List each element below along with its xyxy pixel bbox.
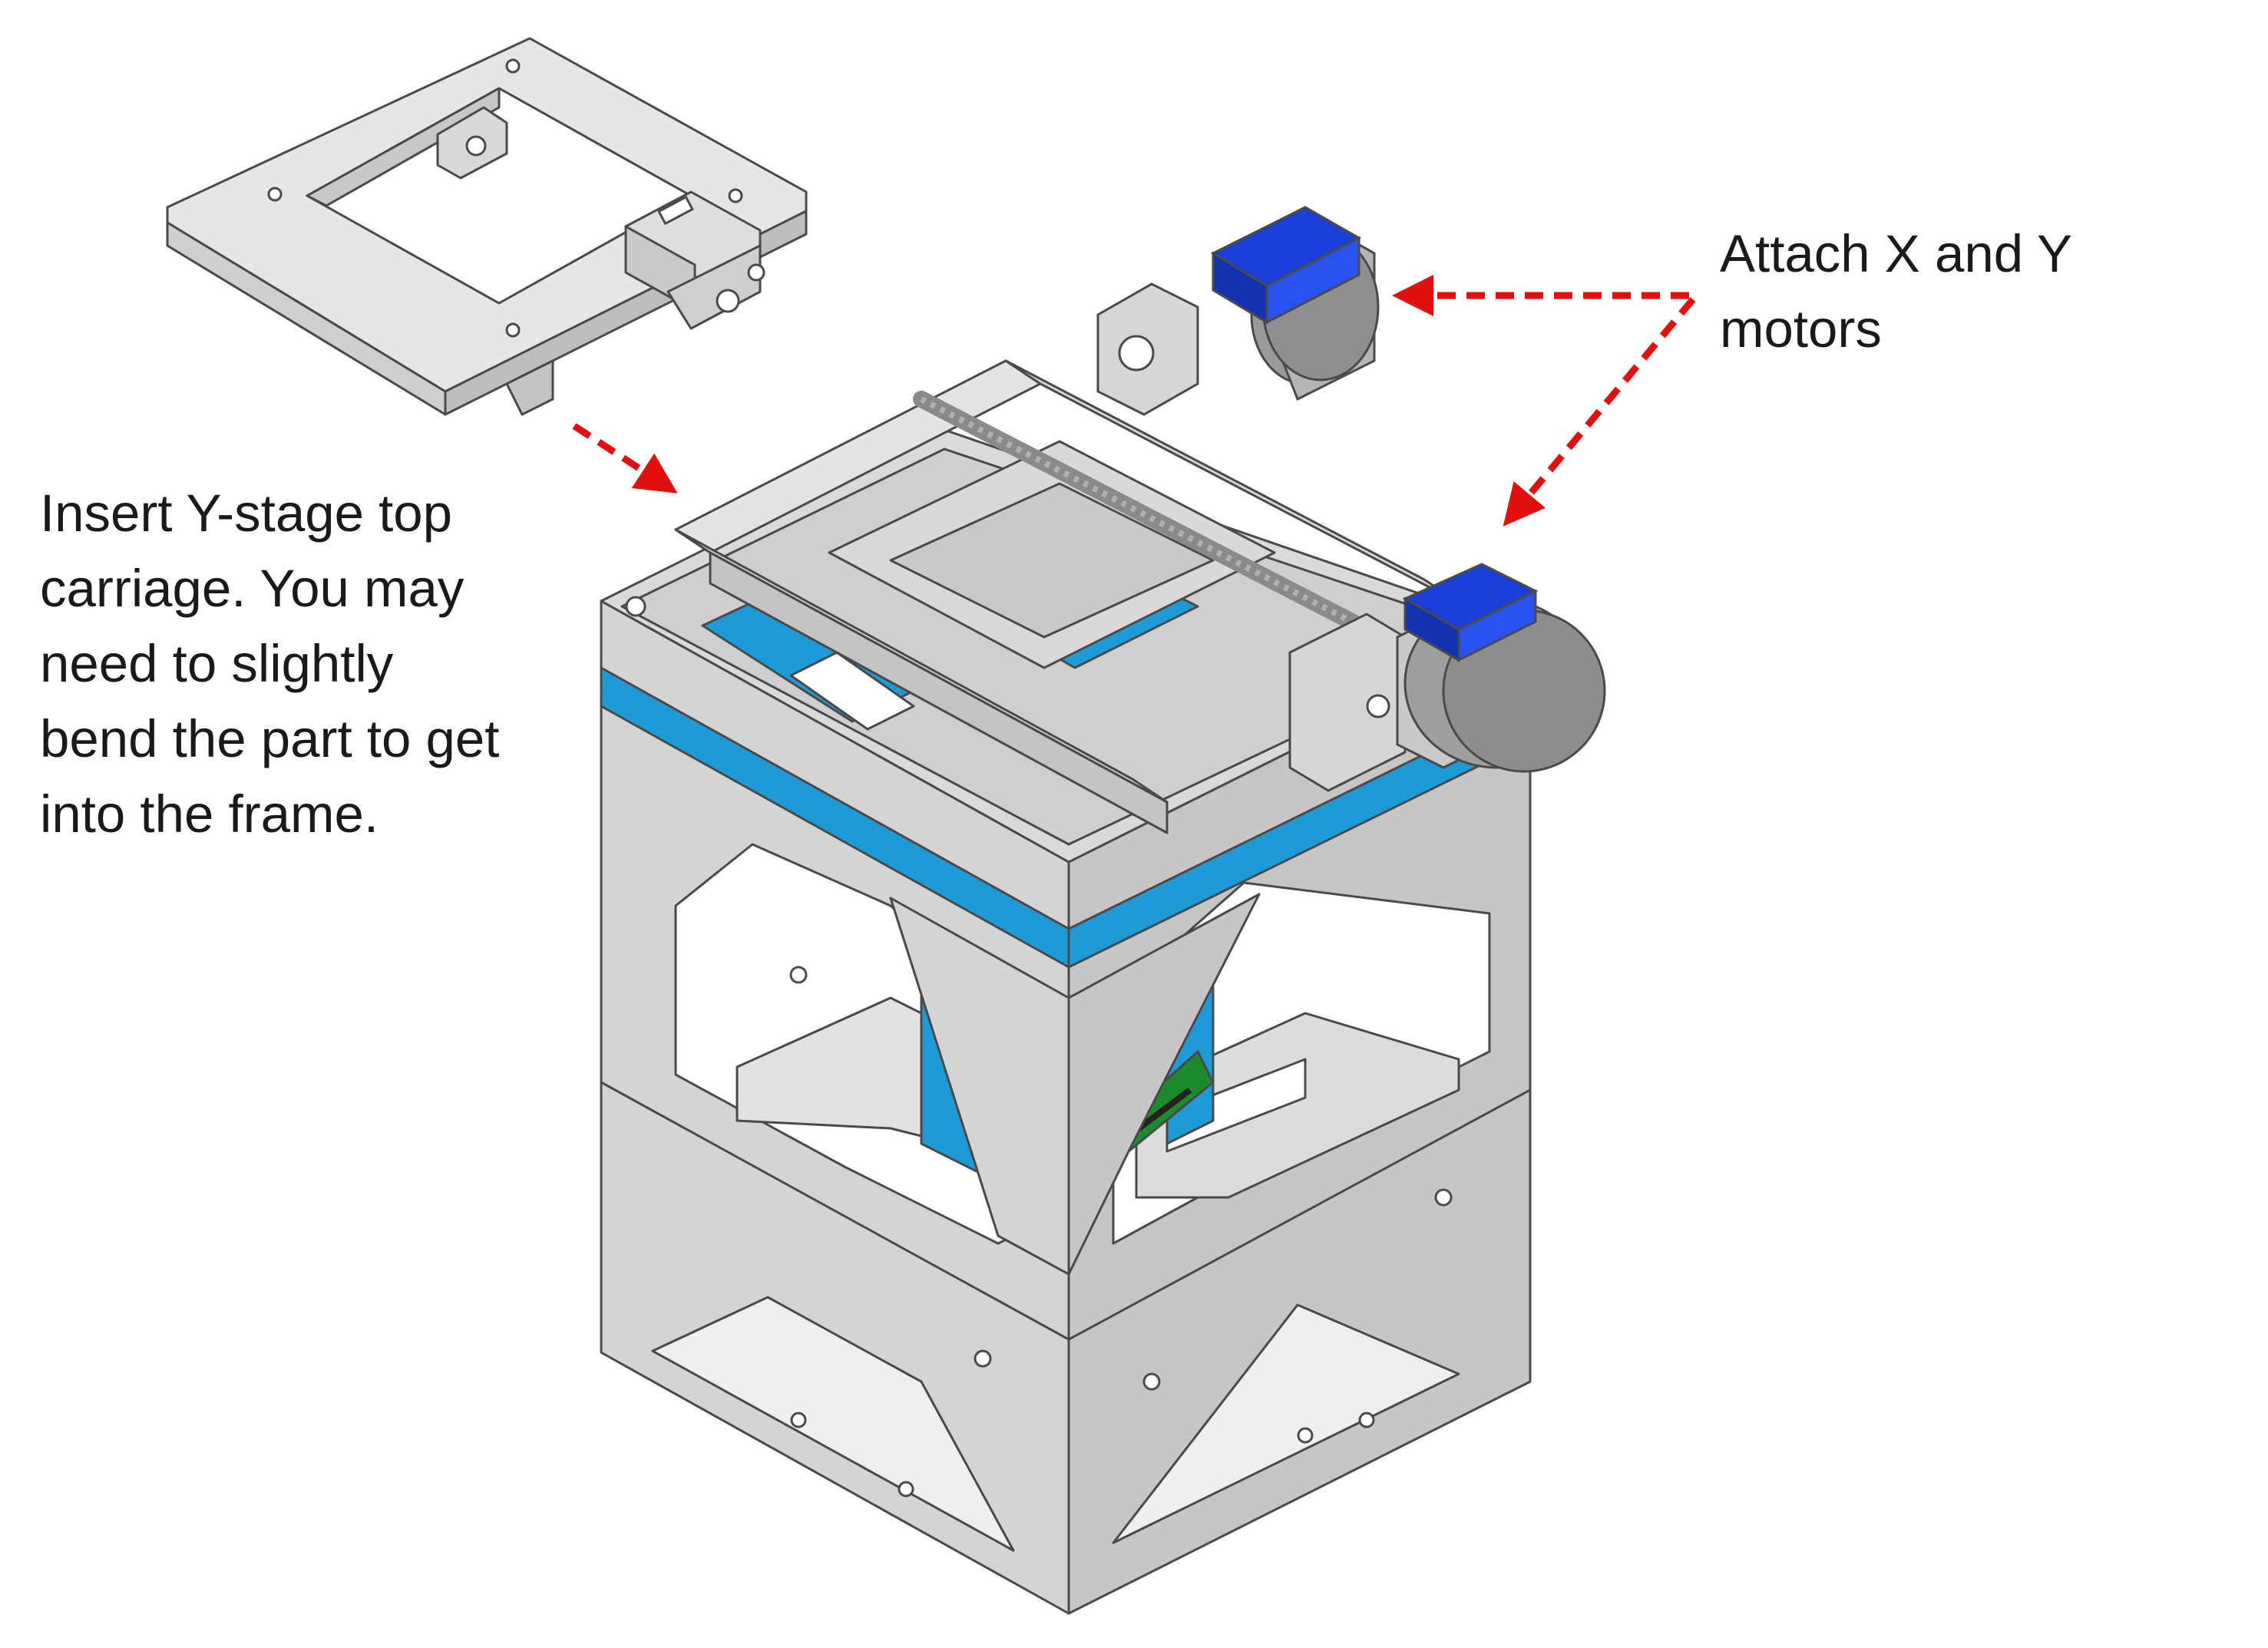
callout-arrows — [572, 275, 1696, 527]
stage-frame-assembly — [600, 359, 1532, 1615]
y-motor-arrow — [1503, 297, 1696, 527]
carriage-insert-arrow — [572, 423, 678, 494]
x-motor — [1096, 206, 1380, 416]
y-motor — [1396, 563, 1606, 773]
attach-motors-caption: Attach X and Y motors — [1720, 224, 2073, 358]
insert-carriage-caption: Insert Y-stage top carriage. You may nee… — [40, 484, 500, 844]
y-stage-top-carriage — [166, 37, 808, 416]
